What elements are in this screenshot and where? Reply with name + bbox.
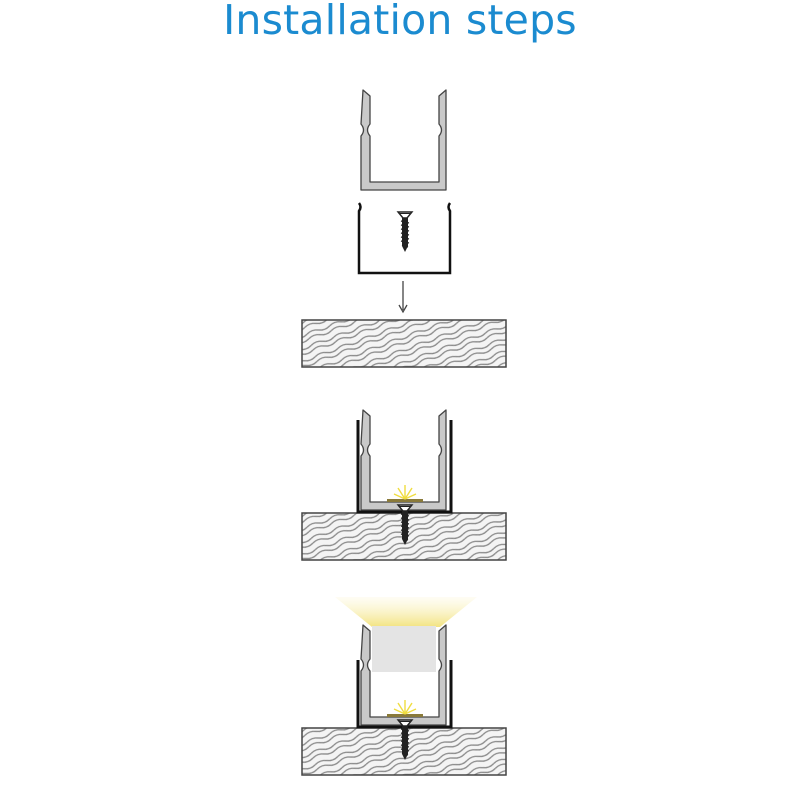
arrow-down-icon	[398, 281, 408, 314]
step-1-exploded-view	[301, 89, 507, 368]
aluminium-profile	[360, 89, 447, 191]
aluminium-profile	[360, 409, 447, 511]
step-2-mounted-view	[301, 409, 507, 561]
led-strip-icon	[386, 484, 424, 503]
diffuser-cover	[372, 626, 436, 672]
step-3-lit-view	[301, 597, 507, 776]
led-strip-icon	[386, 699, 424, 718]
mounting-clip	[357, 202, 452, 275]
page-title: Installation steps	[223, 0, 577, 44]
screw-icon	[397, 211, 413, 253]
mounting-surface	[301, 319, 507, 368]
light-beam	[335, 597, 477, 627]
